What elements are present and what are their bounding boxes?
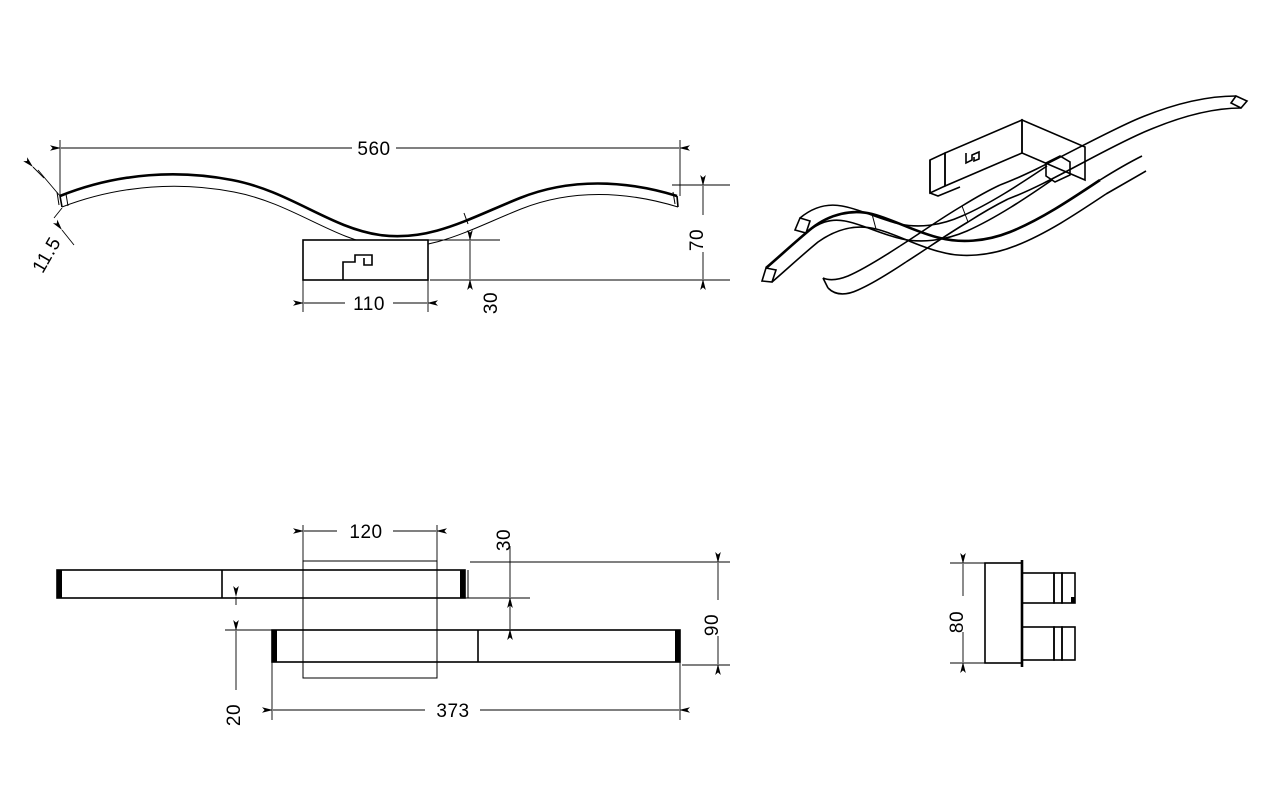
iso-box-bar-socket [1045,155,1071,183]
side-bar-lower [1021,626,1076,661]
wave-left-endcap [59,195,63,208]
wave-top-edge [59,173,678,238]
top-bar-upper-left-cap [57,570,62,598]
bracket-keyhole-notch [342,254,373,280]
iso-bar-rear-tail-b [827,261,907,295]
iso-mounting-box [929,118,1086,197]
dim-70: 70 [430,175,730,290]
iso-bar-middle [793,165,1053,242]
side-bar-upper-seg2 [1053,572,1063,604]
wave-bottom-edge [61,185,679,248]
view-isometric [760,94,1249,295]
iso-bar-rear-top-a [999,95,1237,186]
iso-box-front-left [929,151,946,195]
iso-bar-rear-top-b [1007,107,1242,200]
top-bar-upper [56,569,469,599]
dim-label-373: 373 [436,701,469,722]
dim-11-5: 11.5 [23,157,75,277]
dim-label-560: 560 [357,139,390,160]
dim-20: 20 [224,586,272,726]
iso-bar-middle-bottom [805,179,1053,242]
dim-30-front: 30 [428,230,502,314]
dim-110: 110 [293,280,438,315]
bracket-body [302,239,429,281]
side-bar-lower-seg2 [1053,626,1063,661]
dim-label-70: 70 [687,229,708,251]
dim-80: 80 [947,553,985,673]
iso-bar-front-upper-stub [1099,155,1143,181]
side-bar-lower-seg3 [1061,626,1076,661]
top-bar-lower-body [271,629,681,663]
top-bar-lower [271,629,681,663]
dim-label-11-5: 11.5 [29,234,66,277]
view-front-elevation: 560 11.5 70 [23,139,730,315]
dim-30-top: 30 [437,529,530,640]
dim-90: 90 [470,552,730,675]
side-mounting-plate [984,562,1023,664]
side-bar-upper-seg3 [1061,572,1076,604]
wave-joint-mid [463,212,469,225]
dim-label-120: 120 [349,522,382,543]
dim-label-90: 90 [702,614,723,636]
dim-label-30-front: 30 [481,292,502,314]
side-bar-upper [1021,572,1076,604]
wave-right-endcap [676,195,679,208]
dim-label-110: 110 [353,294,385,315]
view-top-plan: 120 30 20 [56,522,730,726]
dim-373: 373 [262,662,690,722]
wave-bar-profile [56,173,679,248]
dim-560: 560 [50,139,690,196]
iso-bar-front-bottom [771,193,1107,283]
top-bar-lower-left-cap [272,630,277,662]
iso-bar-middle-endcap [793,217,812,234]
iso-bar-rear-tail [822,245,901,281]
dim-label-30-top: 30 [494,529,515,551]
iso-bar-rear-tail-cap [822,277,829,289]
iso-box-keyhole-notch [965,150,980,165]
wave-left-endcap-inner [56,191,60,206]
top-bar-upper-right-cap [460,570,465,598]
iso-bar-front-endcap [760,267,778,283]
dim-120: 120 [293,522,447,565]
top-bar-lower-right-cap [675,630,680,662]
front-mounting-bracket [302,239,429,281]
side-bar-upper-endcap [1071,597,1075,603]
iso-bar-front-upper-stub-b [1105,170,1147,195]
iso-bar-rear-endcap [1229,94,1249,109]
iso-bar-rear [822,94,1249,295]
wave-right-endcap-inner [672,191,676,205]
iso-bar-rear-lower-left-b [905,198,1009,263]
view-side-end: 80 [947,553,1076,673]
wave-joint-left [65,193,69,207]
iso-bar-front-joint [871,213,877,230]
iso-box-left-face [944,118,1023,188]
dim-label-20: 20 [224,704,245,726]
iso-bar-middle-top [799,165,1048,227]
dim-label-80: 80 [947,611,968,633]
top-bar-upper-body [56,569,466,599]
iso-box-bottom-lip [929,186,961,197]
top-mounting-plate [302,560,438,679]
side-bar-upper-seg1 [1021,572,1055,604]
side-bar-lower-seg1 [1021,626,1055,661]
